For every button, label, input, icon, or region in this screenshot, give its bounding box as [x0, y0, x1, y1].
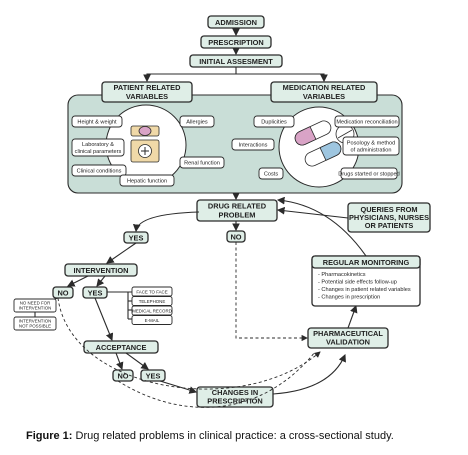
no-bottom-label: NO — [117, 372, 128, 381]
not-possible-label-2: NOT POSSIBLE — [19, 324, 51, 329]
pill-posology — [342, 136, 400, 156]
connector — [272, 353, 346, 395]
initial-assessment-label: INITIAL ASSESMENT — [199, 57, 273, 66]
connector — [276, 206, 349, 219]
intervention-box — [64, 263, 138, 277]
pill-duplicities — [253, 115, 295, 128]
queries-label-2: PHYSICIANS, NURSES — [349, 213, 429, 222]
yes-left-label: YES — [88, 289, 103, 298]
connector — [67, 275, 89, 287]
channel-face-to-face — [131, 286, 173, 297]
monitoring-item: - Changes in prescription — [318, 295, 380, 301]
connector — [236, 73, 328, 83]
channel-medical-record — [131, 305, 173, 316]
monitoring-item: - Changes in patient related variables — [318, 287, 411, 293]
channel-telephone — [131, 296, 173, 306]
admission-label: ADMISSION — [215, 18, 257, 27]
monitoring-item: - Pharmacokinetics — [318, 272, 366, 278]
email-label: E-MAIL — [145, 318, 160, 323]
laboratory-label-1: Laboratory & — [82, 142, 114, 148]
allergies-label: Allergies — [186, 120, 208, 126]
connector — [115, 352, 124, 371]
pill-interactions — [231, 138, 275, 151]
caption-label: Figure 1: — [26, 430, 73, 442]
no-bottom-box — [112, 369, 134, 382]
yes-bottom-box — [140, 369, 166, 382]
pill-medication-reconciliation — [334, 115, 400, 128]
posology-label-2: of administration — [350, 148, 391, 154]
connector — [347, 304, 358, 329]
changes-prescription-label-1: CHANGES IN — [212, 388, 258, 397]
figure-caption: Figure 1: Drug related problems in clini… — [26, 430, 446, 442]
duplicities-label: Duplicities — [261, 120, 287, 126]
patient-variables-label-1: PATIENT RELATED — [114, 83, 182, 92]
no-need-label-1: NO NEED FOR — [20, 301, 51, 306]
dashed-connector — [57, 297, 321, 390]
acceptance-label: ACCEPTANCE — [96, 343, 147, 352]
interactions-label: Interactions — [239, 143, 268, 149]
connector — [96, 275, 106, 287]
channel-email — [131, 315, 173, 325]
queries-label-3: OR PATIENTS — [365, 221, 414, 230]
no-left-label: NO — [57, 289, 68, 298]
telephone-label: TELEPHONE — [139, 299, 166, 304]
medication-variables-label-2: VARIABLES — [303, 92, 345, 101]
pill-costs — [258, 167, 284, 180]
connector — [159, 380, 198, 394]
changes-prescription-label-2: PRESCRIPTION — [207, 397, 262, 406]
height-weight-label: Height & weight — [77, 120, 117, 126]
pill-drugs-started — [340, 167, 398, 180]
drug-related-problem-label-2: PROBLEM — [219, 211, 256, 220]
intervention-label: INTERVENTION — [74, 266, 129, 275]
yes-top-label: YES — [129, 234, 144, 243]
prescription-label: PRESCRIPTION — [208, 38, 263, 47]
posology-label-1: Posology & method — [347, 141, 396, 147]
pill-allergies — [179, 115, 215, 128]
pill-hepatic-function — [119, 174, 175, 187]
no-need-label-2: INTERVENTION — [19, 306, 52, 311]
clinical-conditions-label: Clinical conditions — [77, 169, 122, 175]
not-possible-label-1: INTERVENTION — [19, 319, 52, 324]
connector — [125, 352, 149, 370]
drugs-started-label: Drugs started or stopped — [338, 172, 400, 178]
patient-variables-label-2: VARIABLES — [126, 92, 168, 101]
pill-height-weight — [71, 115, 123, 128]
laboratory-label-2: clinical parameters — [75, 149, 122, 155]
costs-label: Costs — [264, 172, 279, 178]
pills-icon — [294, 120, 355, 167]
face-to-face-label: FACE TO FACE — [136, 289, 167, 294]
pharmaceutical-validation-label-1: PHARMACEUTICAL — [313, 329, 383, 338]
no-left-box — [52, 286, 74, 299]
medication-variables-header — [270, 81, 378, 103]
pill-laboratory — [71, 138, 125, 157]
connector — [276, 196, 367, 257]
regular-monitoring-label: REGULAR MONITORING — [323, 258, 410, 267]
connector — [94, 297, 114, 342]
drug-related-problem-label-1: DRUG RELATED — [208, 202, 267, 211]
flow-diagram: ADMISSION PRESCRIPTION INITIAL ASSESMENT… — [13, 15, 431, 408]
medical-record-label: MEDICAL RECORD — [132, 308, 172, 313]
monitoring-item: - Potential side effects follow-up — [318, 280, 397, 286]
patient-icon — [130, 125, 160, 163]
hepatic-function-label: Hepatic function — [127, 179, 167, 185]
changes-prescription-box — [196, 386, 274, 408]
pill-clinical-conditions — [71, 164, 127, 177]
caption-text: Drug related problems in clinical practi… — [72, 430, 394, 442]
no-top-label: NO — [230, 233, 241, 242]
connector — [106, 242, 137, 264]
patient-variables-header — [101, 81, 193, 103]
dashed-connector — [235, 242, 308, 342]
intervention-not-possible-box — [13, 316, 57, 331]
dashed-connector — [117, 351, 316, 408]
connector — [132, 211, 200, 233]
medication-reconciliation-label: Medication reconciliation — [336, 120, 397, 126]
connector — [143, 67, 237, 83]
yes-bottom-label: YES — [146, 372, 161, 381]
renal-function-label: Renal function — [184, 161, 220, 167]
queries-label-1: QUERIES FROM — [360, 205, 417, 214]
pharmaceutical-validation-label-2: VALIDATION — [326, 338, 370, 347]
medication-variables-label-1: MEDICATION RELATED — [283, 83, 366, 92]
pill-renal-function — [179, 156, 225, 169]
